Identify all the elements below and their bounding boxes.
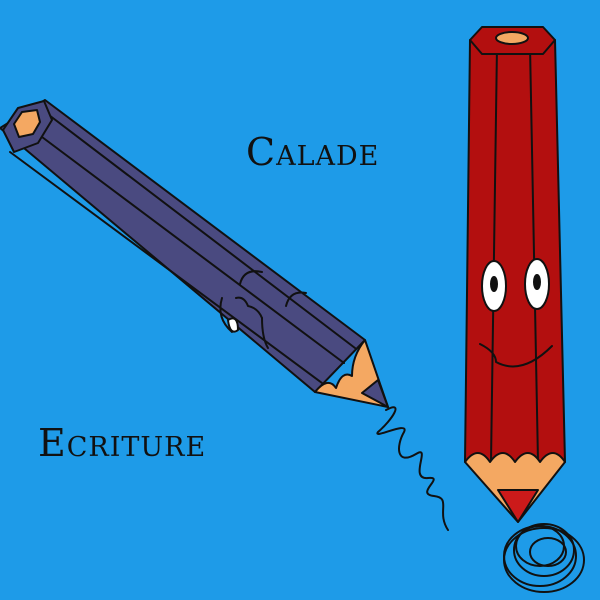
blue-pencil <box>0 99 389 408</box>
ecriture-label: Ecriture <box>38 421 207 465</box>
blue-pencil-scribble <box>376 406 449 531</box>
red-pencil-wood-cone <box>464 452 566 523</box>
red-pencil <box>464 26 566 523</box>
blue-pencil-eyebrow <box>239 270 263 285</box>
blue-pencil-facet <box>37 133 345 364</box>
red-pencil-smile <box>479 343 553 368</box>
red-pencil-body <box>464 39 566 463</box>
blue-pencil-mouth <box>261 317 269 349</box>
red-pencil-scribble <box>503 523 585 593</box>
calade-label: Calade <box>246 130 380 174</box>
red-pencil-facet <box>529 45 539 463</box>
red-pencil-top-wood <box>495 31 529 45</box>
blue-pencil-squiggle-mark <box>235 296 263 319</box>
red-pencil-left-pupil <box>490 276 498 292</box>
red-pencil-lead <box>497 489 539 523</box>
red-pencil-facet <box>490 45 498 463</box>
blue-pencil-eye <box>227 317 239 333</box>
blue-pencil-eyebrow <box>285 291 307 307</box>
blue-pencil-cap-wood <box>13 109 41 138</box>
blue-pencil-facet <box>9 151 323 384</box>
blue-pencil-facet <box>44 111 356 349</box>
blue-pencil-mouth <box>219 297 233 333</box>
red-pencil-right-pupil <box>533 274 541 290</box>
blue-pencil-lead <box>361 379 389 408</box>
